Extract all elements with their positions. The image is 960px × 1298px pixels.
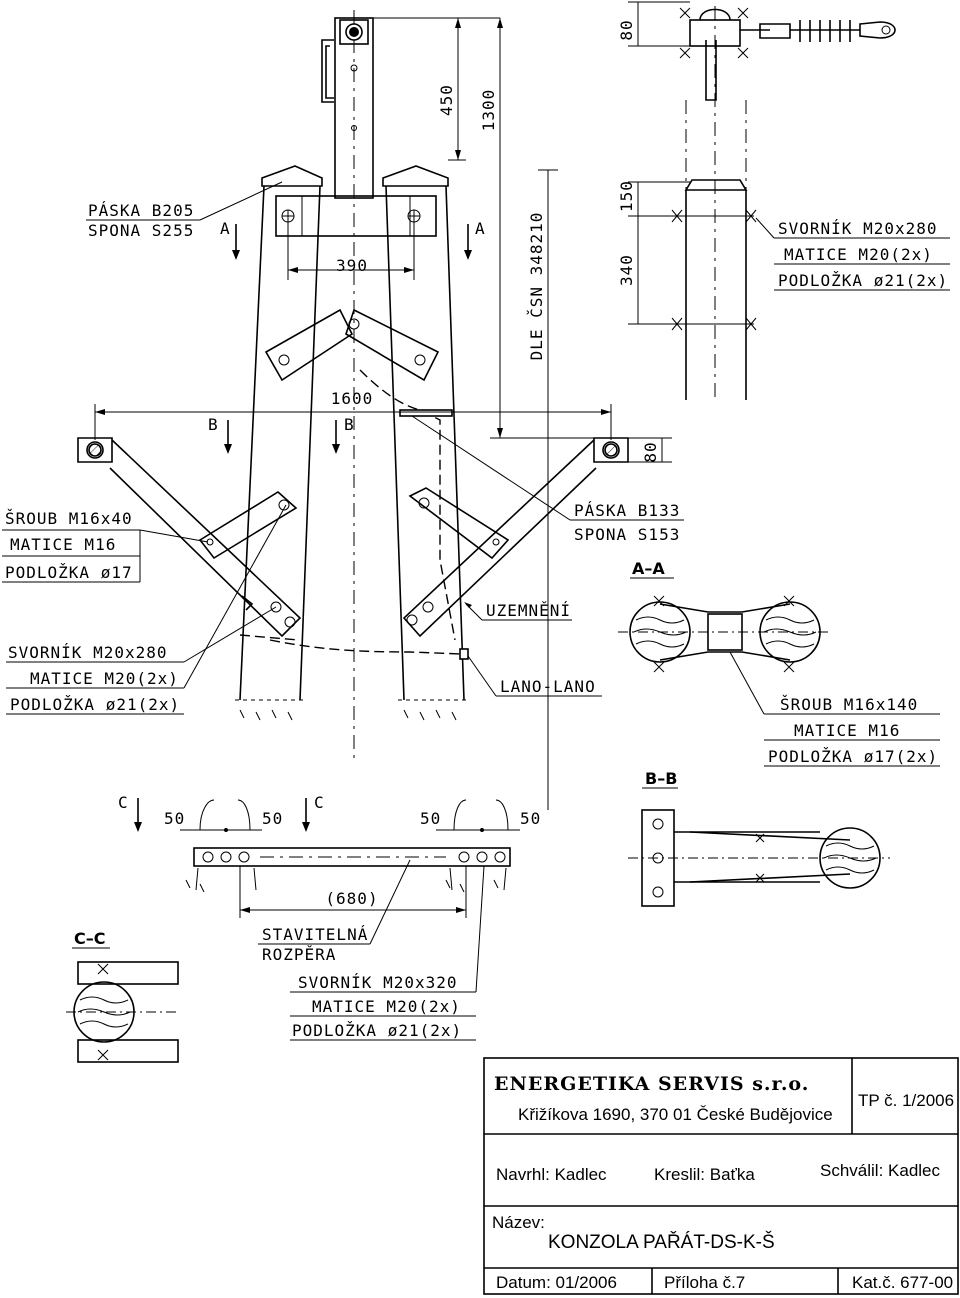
catalog-number: Kat.č. 677-00 xyxy=(852,1273,953,1292)
left-arm-strut xyxy=(198,491,298,560)
attachment-number: Příloha č.7 xyxy=(664,1273,745,1292)
dim-50-d: 50 xyxy=(520,809,541,828)
callout-paska-b205-2: SPONA S255 xyxy=(88,221,194,240)
callouts: PÁSKA B205 SPONA S255 ŠROUB M16x40 ŠROUB… xyxy=(2,181,684,715)
section-c-right: C xyxy=(314,793,325,812)
title-block: ENERGETIKA SERVIS s.r.o. Křižíkova 1690,… xyxy=(483,1057,959,1295)
section-bb: B–B xyxy=(628,769,890,907)
left-pole xyxy=(239,185,321,701)
dim-80-right: 80 xyxy=(641,441,660,462)
callout-sroub-podlozka: PODLOŽKA ø17 xyxy=(5,563,133,582)
dimensions: 450 1300 390 1600 80 DLE ČSN 348210 xyxy=(94,17,672,810)
callout-lano: LANO-LANO xyxy=(500,677,596,696)
left-pole-cap xyxy=(261,165,323,187)
side-view: 80 150 340 SVORNÍK M20x280 MATICE M20(2x… xyxy=(617,1,950,400)
spreader-view: 50 50 50 50 (680) STAVITELNÁ ROZPĚRA SVO… xyxy=(164,799,541,1041)
callout-svornik-tr-3: PODLOŽKA ø21(2x) xyxy=(778,271,948,290)
section-cc-title: C–C xyxy=(74,929,105,948)
callout-svornik320-1: SVORNÍK M20x320 xyxy=(298,973,458,992)
dim-80-top: 80 xyxy=(617,19,636,40)
callout-uzemneni: UZEMNĚNÍ xyxy=(486,601,571,620)
callout-sroub140-3: PODLOŽKA ø17(2x) xyxy=(768,747,938,766)
dim-50-b: 50 xyxy=(262,809,283,828)
dim-50-c: 50 xyxy=(420,809,441,828)
name-label: Název: xyxy=(492,1213,545,1232)
callout-paska-b133-1: PÁSKA B133 xyxy=(574,501,680,520)
callout-sroub-1: ŠROUB M16x40 xyxy=(5,509,133,528)
callout-paska-b133-2: SPONA S153 xyxy=(574,525,680,544)
top-clamp-plate xyxy=(275,195,437,237)
callout-rozpera-1: STAVITELNÁ xyxy=(262,925,368,944)
right-arm-strut xyxy=(408,487,510,560)
tp-number: TP č. 1/2006 xyxy=(858,1091,954,1110)
callout-svornik-left-2: MATICE M20(2x) xyxy=(30,669,179,688)
left-v-brace xyxy=(264,308,354,382)
norm-label: DLE ČSN 348210 xyxy=(527,212,546,361)
spreader-beam xyxy=(193,847,511,867)
right-arm xyxy=(402,439,597,638)
callout-svornik-left-3: PODLOŽKA ø21(2x) xyxy=(10,695,180,714)
right-pole-cap xyxy=(382,165,449,187)
callout-sroub140-2: MATICE M16 xyxy=(794,721,900,740)
callout-paska-b205-1: PÁSKA B205 xyxy=(88,201,194,220)
right-v-brace xyxy=(345,308,440,382)
section-markers: A A B B C C xyxy=(118,219,486,832)
section-b-left: B xyxy=(208,415,219,434)
callout-svornik320-2: MATICE M20(2x) xyxy=(312,997,461,1016)
section-c-left: C xyxy=(118,793,129,812)
callout-svornik-left-1: SVORNÍK M20x280 xyxy=(8,643,168,662)
callout-svornik-tr-1: SVORNÍK M20x280 xyxy=(778,219,938,238)
section-a-left: A xyxy=(220,219,231,238)
approved-by: Schválil: Kadlec xyxy=(820,1161,941,1180)
dim-390: 390 xyxy=(336,256,368,275)
designed-by: Navrhl: Kadlec xyxy=(496,1165,607,1184)
drawing-name: KONZOLA PAŘÁT-DS-K-Š xyxy=(548,1231,775,1253)
section-aa: A–A ŠROUB M16x140 MATICE M16 PODLOŽKA ø1… xyxy=(618,559,940,767)
dim-450: 450 xyxy=(437,84,456,116)
callout-rozpera-2: ROZPĚRA xyxy=(262,945,336,964)
callout-svornik-tr-2: MATICE M20(2x) xyxy=(784,245,933,264)
dim-340: 340 xyxy=(617,254,636,286)
section-a-right: A xyxy=(475,219,486,238)
company-name: ENERGETIKA SERVIS s.r.o. xyxy=(494,1073,809,1095)
callout-svornik320-3: PODLOŽKA ø21(2x) xyxy=(292,1021,462,1040)
section-bb-title: B–B xyxy=(645,769,677,788)
dim-1600: 1600 xyxy=(331,389,374,408)
right-pole xyxy=(385,185,465,701)
drawing-date: Datum: 01/2006 xyxy=(496,1273,617,1292)
section-cc: C–C xyxy=(66,929,180,1063)
dim-1300: 1300 xyxy=(479,89,498,132)
dim-680: (680) xyxy=(325,889,378,908)
company-address: Křižíkova 1690, 370 01 České Budějovice xyxy=(518,1105,833,1124)
drawn-by: Kreslil: Baťka xyxy=(654,1165,755,1184)
dim-50-a: 50 xyxy=(164,809,185,828)
section-aa-title: A–A xyxy=(632,559,665,578)
callout-sroub140-1: ŠROUB M16x140 xyxy=(780,695,918,714)
section-b-right: B xyxy=(344,415,355,434)
front-view xyxy=(77,10,629,760)
callout-sroub-matice: MATICE M16 xyxy=(10,535,116,554)
dim-150: 150 xyxy=(617,180,636,212)
